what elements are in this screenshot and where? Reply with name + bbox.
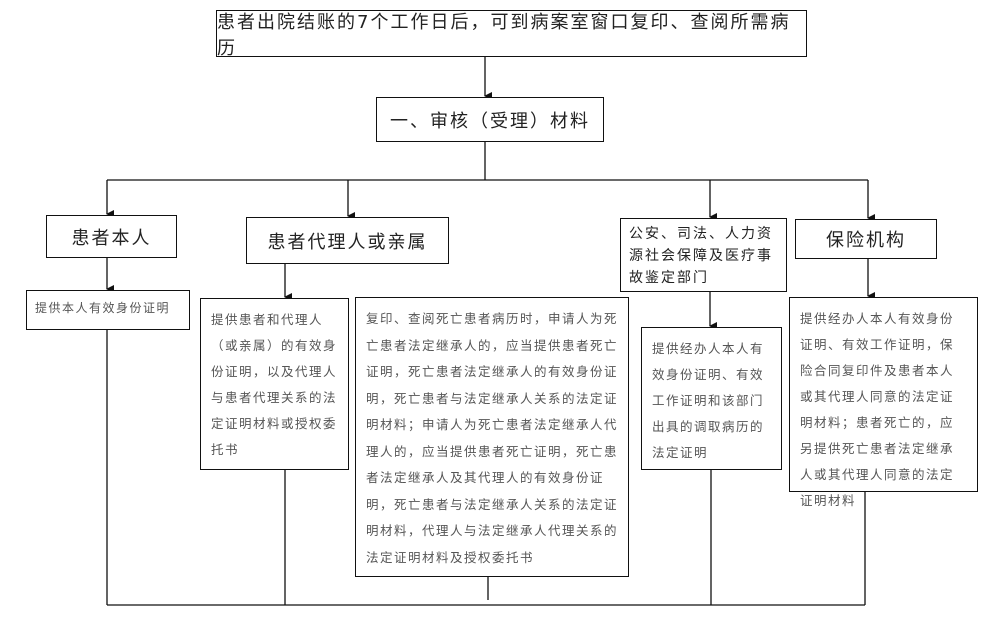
agent-docs: 提供患者和代理人（或亲属）的有效身份证明，以及代理人与患者代理关系的法定证明材料… [200,298,349,470]
deceased-patient-docs: 复印、查阅死亡患者病历时，申请人为死亡患者法定继承人的，应当提供患者死亡证明，死… [355,297,629,577]
patient-self-docs: 提供本人有效身份证明 [26,290,190,330]
insurance-docs: 提供经办人本人有效身份证明、有效工作证明，保险合同复印件及患者本人或其代理人同意… [789,297,978,508]
insurance-box: 保险机构 [795,219,937,259]
review-materials-box: 一、审核（受理）材料 [376,97,604,142]
patient-self-box: 患者本人 [46,215,177,258]
authority-box: 公安、司法、人力资源社会保障及医疗事故鉴定部门 [620,218,787,292]
authority-docs: 提供经办人本人有效身份证明、有效工作证明和该部门出具的调取病历的法定证明 [641,327,782,470]
start-box: 患者出院结账的7个工作日后，可到病案室窗口复印、查阅所需病历 [216,10,807,59]
agent-relative-box: 患者代理人或亲属 [246,217,449,264]
